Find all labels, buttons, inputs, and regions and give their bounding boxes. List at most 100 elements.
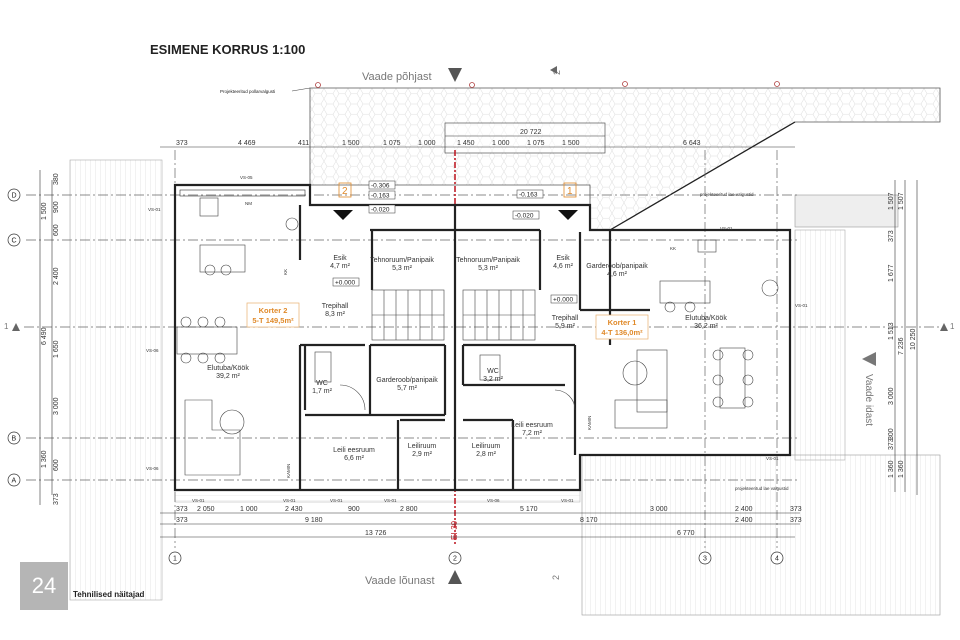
room-area: 2,8 m² (476, 451, 497, 458)
svg-text:VS-06: VS-06 (146, 348, 159, 353)
svg-text:+0.000: +0.000 (553, 297, 573, 304)
section-arrow-icon (940, 323, 948, 331)
svg-text:-0.020: -0.020 (371, 207, 390, 214)
axis-markers-cols: 1 2 3 4 (168, 551, 784, 565)
room-name: Trepihall (322, 303, 349, 310)
dim-top: 1 075 (527, 140, 545, 147)
svg-text:KK: KK (283, 269, 288, 275)
svg-text:1: 1 (173, 556, 177, 563)
dim-left: 373 (53, 493, 60, 505)
section-1-right: 1 (950, 322, 955, 331)
room-area: 4,6 m² (553, 263, 574, 270)
svg-text:B: B (12, 436, 17, 443)
dim-right: 1 360 (888, 460, 895, 478)
terrace-south-strip (174, 489, 581, 503)
dimension-lines (39, 135, 918, 538)
view-south-label: Vaade lõunast (365, 575, 435, 587)
dim-bottom: 9 180 (305, 517, 323, 524)
bike-shelter (444, 122, 606, 154)
dim-left: 600 (53, 459, 60, 471)
terrace-west (69, 159, 163, 601)
dim-left-overall: 6 490 (41, 327, 48, 345)
dim-top-overall: 20 722 (520, 129, 542, 136)
room-area: 4,6 m² (607, 271, 628, 278)
dim-bottom: 3 000 (650, 506, 668, 513)
fire-wall-label: EI-30 (450, 520, 459, 540)
room-name: Leiliruum (472, 443, 501, 450)
svg-text:4-T 136,0m²: 4-T 136,0m² (601, 328, 643, 337)
svg-text:3: 3 (703, 556, 707, 563)
room-area: 39,2 m² (216, 373, 240, 380)
dim-right-mid: 7 236 (898, 337, 905, 355)
room-name: Esik (333, 255, 347, 262)
page-number-badge: 24 (20, 562, 68, 610)
svg-text:KK: KK (670, 246, 676, 251)
dim-left: 2 400 (53, 267, 60, 285)
dim-left-overall: 1 360 (41, 450, 48, 468)
svg-text:+0.000: +0.000 (335, 280, 355, 287)
room-name: WC (316, 380, 328, 387)
note-ceiling-lights-top: projekteeritud lae valgustid (700, 192, 754, 197)
section-2-bottom: 2 (551, 575, 561, 580)
svg-text:C: C (12, 238, 17, 245)
dim-left: 380 (53, 173, 60, 185)
dim-right: 1 513 (888, 322, 895, 340)
level-marks: -0.306 -0.163 -0.020 -0.163 -0.020 +0.00… (332, 180, 578, 304)
room-area: 36,2 m² (694, 323, 718, 330)
entrance-2-number: 2 (342, 186, 348, 197)
svg-text:VS-01: VS-01 (283, 498, 296, 503)
terrace-south (581, 454, 941, 616)
dim-right: 373 (888, 438, 895, 450)
svg-text:KAMIN: KAMIN (286, 464, 291, 478)
dim-bottom-overall: 13 726 (365, 530, 387, 537)
dim-top: 1 000 (492, 140, 510, 147)
room-area: 2,9 m² (412, 451, 433, 458)
footer-heading: Tehnilised näitajad (73, 590, 145, 599)
room-area: 4,7 m² (330, 263, 351, 270)
dim-top: 1 075 (383, 140, 401, 147)
dim-bottom: 2 430 (285, 506, 303, 513)
dim-bottom: 2 400 (735, 517, 753, 524)
svg-text:VS-01: VS-01 (148, 207, 161, 212)
axis-markers-rows: D C B A (7, 188, 21, 487)
svg-text:D: D (12, 193, 17, 200)
svg-text:-0.306: -0.306 (371, 183, 390, 190)
svg-text:VS-01: VS-01 (384, 498, 397, 503)
dim-right: 3 000 (888, 387, 895, 405)
room-area: 5,7 m² (397, 385, 418, 392)
svg-text:VS-01: VS-01 (795, 303, 808, 308)
dim-left: 600 (53, 224, 60, 236)
dim-top: 1 450 (457, 140, 475, 147)
svg-text:A: A (12, 478, 17, 485)
apartment-1-label: Korter 1 4-T 136,0m² (595, 314, 649, 340)
apartment-2-label: Korter 2 5-T 149,5m² (246, 302, 300, 328)
dim-left: 900 (53, 201, 60, 213)
room-area: 8,3 m² (325, 311, 346, 318)
dim-top: 373 (176, 140, 188, 147)
dim-right: 300 (888, 428, 895, 440)
svg-text:VS-01: VS-01 (766, 456, 779, 461)
entrance-2-marker (338, 182, 352, 198)
dim-bottom: 900 (348, 506, 360, 513)
dim-right-overall: 10 250 (910, 328, 917, 350)
room-area: 3,2 m² (483, 376, 504, 383)
dim-bottom: 373 (790, 506, 802, 513)
dim-top: 4 469 (238, 140, 256, 147)
dim-left-overall: 1 500 (41, 202, 48, 220)
dim-left: 1 650 (53, 340, 60, 358)
entrance-1-number: 1 (567, 186, 573, 197)
stairs (371, 289, 536, 341)
dim-right: 373 (888, 230, 895, 242)
dim-right: 1 507 (888, 192, 895, 210)
room-name: Leili eesruum (333, 447, 375, 454)
svg-text:VS-06: VS-06 (146, 466, 159, 471)
room-name: Leili eesruum (511, 422, 553, 429)
entrance-arrow-icon (333, 210, 353, 220)
view-south-arrow-icon (448, 570, 462, 584)
entrance-arrow-icon (558, 210, 578, 220)
dim-bottom: 2 800 (400, 506, 418, 513)
dim-bottom: 2 050 (197, 506, 215, 513)
dim-bottom-overall: 6 770 (677, 530, 695, 537)
